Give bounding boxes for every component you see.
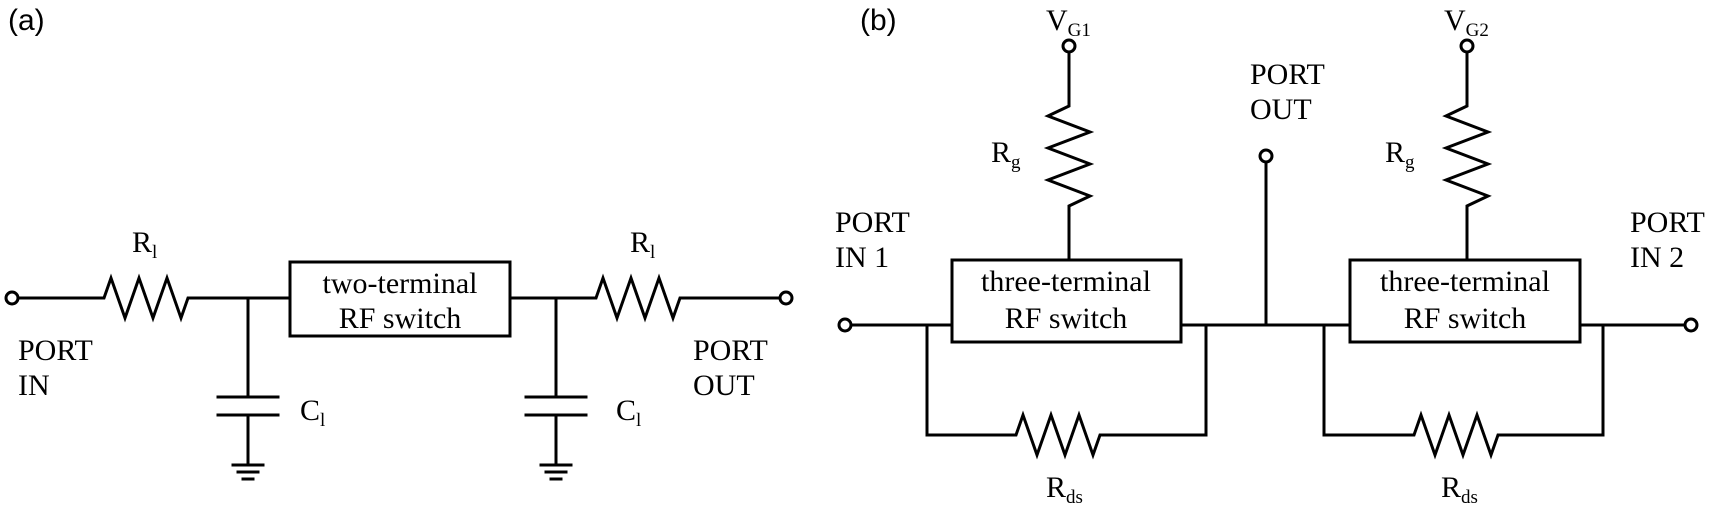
panel-b: (b) three-terminal RF switch three-termi…: [835, 4, 1705, 507]
port-in-label-line1: PORT: [18, 334, 93, 367]
port-in1-terminal: [837, 317, 853, 333]
vg1-terminal: [1061, 38, 1077, 54]
port-out-label-line2: OUT: [1250, 93, 1312, 126]
port-out-terminal: [1258, 148, 1274, 164]
vg2-label: VG2: [1444, 4, 1489, 41]
switch-label-line2: RF switch: [339, 302, 462, 335]
port-out-label-line1: PORT: [693, 334, 768, 367]
port-in1-label-line2: IN 1: [835, 241, 889, 274]
gate-resistor-1: [1043, 50, 1095, 262]
resistor-label-left: Rl: [132, 226, 157, 263]
switch1-label-line2: RF switch: [1005, 302, 1128, 335]
resistor-label-right: Rl: [630, 226, 655, 263]
series-resistor-right: [508, 273, 782, 323]
rg2-label: Rg: [1385, 136, 1415, 173]
three-terminal-switch-2: [1348, 258, 1582, 344]
panel-a-tag: (a): [8, 4, 45, 37]
rds1-label: Rds: [1046, 471, 1083, 507]
vg1-label: VG1: [1046, 4, 1091, 41]
port-in2-label-line2: IN 2: [1630, 241, 1684, 274]
bypass-resistor-2: [1322, 323, 1605, 460]
panel-b-tag: (b): [860, 4, 897, 37]
bypass-resistor-1: [925, 323, 1208, 460]
port-out-label-line1: PORT: [1250, 58, 1325, 91]
capacitor-label-right: Cl: [616, 394, 641, 431]
shunt-capacitor-right: [524, 296, 588, 481]
port-out-terminal: [778, 290, 794, 306]
rds2-label: Rds: [1441, 471, 1478, 507]
port-in1-label-line1: PORT: [835, 206, 910, 239]
vg2-terminal: [1459, 38, 1475, 54]
panel-a: (a) two-terminal RF switch Rl Rl Cl Cl P…: [4, 4, 794, 481]
switch1-label-line1: three-terminal: [981, 265, 1151, 298]
switch2-label-line2: RF switch: [1404, 302, 1527, 335]
shunt-capacitor-left: [216, 296, 280, 481]
port-in2-label-line1: PORT: [1630, 206, 1705, 239]
rg1-label: Rg: [991, 136, 1021, 173]
port-out-label-line2: OUT: [693, 369, 755, 402]
capacitor-label-left: Cl: [300, 394, 325, 431]
switch-label-line1: two-terminal: [323, 267, 478, 300]
three-terminal-switch-1: [950, 258, 1183, 344]
port-in2-terminal: [1683, 317, 1699, 333]
port-in-terminal: [4, 290, 20, 306]
switch2-label-line1: three-terminal: [1380, 265, 1550, 298]
port-in-label-line2: IN: [18, 369, 50, 402]
series-resistor-left: [16, 273, 292, 323]
gate-resistor-2: [1441, 50, 1493, 262]
